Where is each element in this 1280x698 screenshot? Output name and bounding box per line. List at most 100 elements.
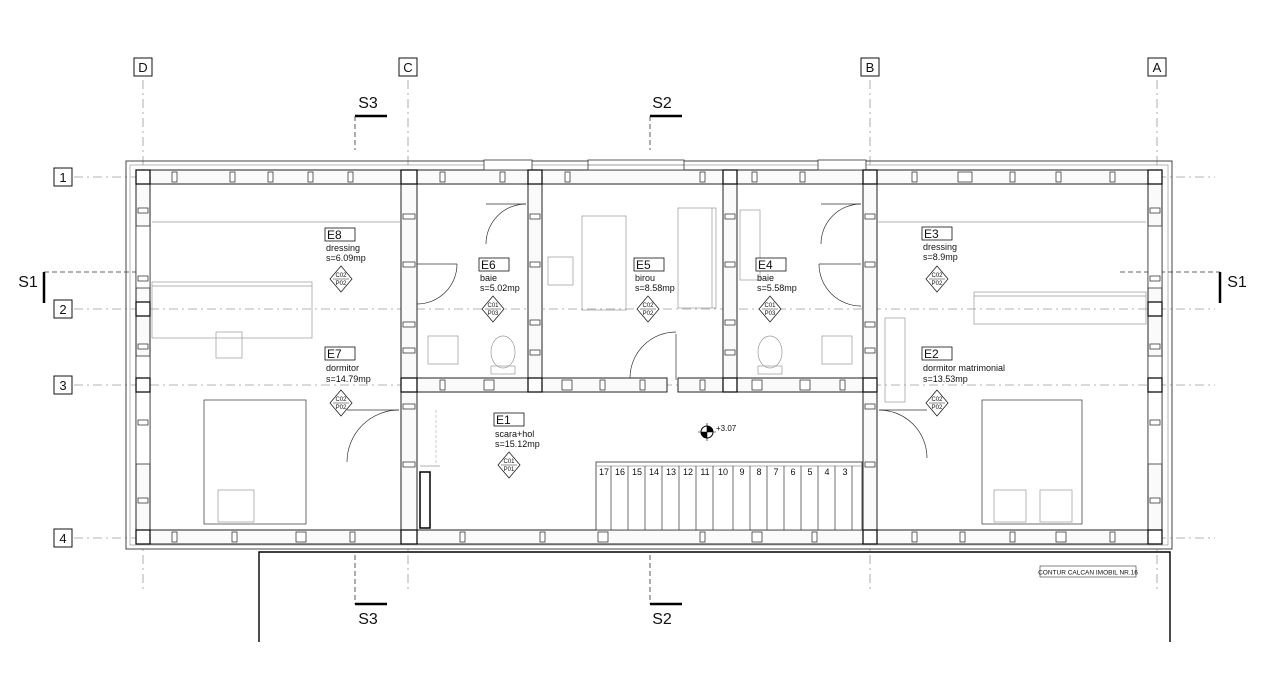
- stair-step-number: 10: [718, 467, 728, 477]
- room-label-e8: E8 dressing s=6.09mp: [324, 227, 366, 263]
- stair-step-number: 6: [790, 467, 795, 477]
- axis-label-1: 1: [53, 167, 73, 187]
- stair-step-number: 11: [700, 467, 709, 477]
- axis-label-b: B: [860, 57, 880, 77]
- svg-text:3: 3: [59, 378, 66, 393]
- section-mark-s1-left: S1: [18, 271, 150, 303]
- svg-text:E2: E2: [924, 347, 939, 361]
- stair-step-number: 12: [683, 467, 693, 477]
- finish-tag-e5: C02 P02: [636, 295, 660, 323]
- svg-text:C02: C02: [931, 273, 943, 279]
- svg-text:D: D: [138, 60, 147, 75]
- stair-step-number: 7: [773, 467, 778, 477]
- svg-text:S1: S1: [1227, 274, 1247, 291]
- svg-text:C01: C01: [503, 459, 515, 465]
- section-mark-s2-bottom: S2: [649, 555, 682, 628]
- svg-text:CONTUR CALCAN IMOBIL NR.16: CONTUR CALCAN IMOBIL NR.16: [1038, 570, 1138, 577]
- svg-text:P02: P02: [932, 405, 943, 411]
- svg-text:dressing: dressing: [326, 243, 360, 253]
- stair-step-number: 13: [666, 467, 676, 477]
- svg-text:C01: C01: [764, 303, 776, 309]
- svg-text:+3.07: +3.07: [716, 424, 737, 433]
- svg-text:C: C: [403, 60, 412, 75]
- room-label-e3: E3 dressing s=8.9mp: [921, 226, 958, 262]
- svg-text:E8: E8: [327, 228, 342, 242]
- svg-text:C02: C02: [642, 303, 654, 309]
- finish-tag-e2: C02 P02: [925, 389, 949, 417]
- room-label-e6: E6 baie s=5.02mp: [478, 257, 520, 293]
- stair-step-number: 8: [756, 467, 761, 477]
- svg-text:E6: E6: [481, 258, 496, 272]
- furniture: [151, 207, 1147, 529]
- svg-text:E7: E7: [327, 347, 342, 361]
- svg-text:baie: baie: [480, 273, 497, 283]
- section-mark-s3-bottom: S3: [354, 555, 387, 628]
- svg-text:C02: C02: [335, 397, 347, 403]
- svg-text:s=6.09mp: s=6.09mp: [326, 253, 366, 263]
- svg-text:B: B: [866, 60, 875, 75]
- svg-text:scara+hol: scara+hol: [495, 429, 534, 439]
- svg-text:s=8.58mp: s=8.58mp: [635, 283, 675, 293]
- svg-text:s=15.12mp: s=15.12mp: [495, 439, 540, 449]
- stair: 17 16 15 14 13 12 11 10 9 8 7 6 5 4 3: [595, 461, 863, 531]
- svg-text:dormitor matrimonial: dormitor matrimonial: [923, 363, 1005, 373]
- finish-tag-e7: C02 P02: [329, 389, 353, 417]
- svg-text:S2: S2: [652, 611, 672, 628]
- section-mark-s1-right: S1: [1120, 271, 1247, 303]
- svg-text:C02: C02: [335, 273, 347, 279]
- stair-step-number: 16: [615, 467, 625, 477]
- svg-text:S2: S2: [652, 95, 672, 112]
- svg-text:s=13.53mp: s=13.53mp: [923, 374, 968, 384]
- svg-text:P02: P02: [336, 405, 347, 411]
- axis-label-4: 4: [53, 528, 73, 548]
- svg-text:1: 1: [59, 170, 66, 185]
- svg-text:dressing: dressing: [923, 242, 957, 252]
- structural-columns: [135, 169, 1163, 545]
- stair-step-number: 17: [599, 467, 609, 477]
- svg-text:A: A: [1153, 60, 1162, 75]
- level-marker: +3.07: [698, 423, 737, 441]
- stair-step-number: 9: [739, 467, 744, 477]
- finish-tag-e6: C01 P03: [481, 295, 505, 323]
- room-label-e7: E7 dormitor s=14.79mp: [324, 346, 371, 384]
- svg-text:P03: P03: [488, 311, 499, 317]
- svg-text:C02: C02: [931, 397, 943, 403]
- stair-step-number: 5: [807, 467, 812, 477]
- finish-tag-e4: C01 P03: [758, 295, 782, 323]
- svg-text:baie: baie: [757, 273, 774, 283]
- axis-label-c: C: [398, 57, 418, 77]
- stair-step-number: 3: [842, 467, 847, 477]
- room-label-e5: E5 birou s=8.58mp: [633, 257, 675, 293]
- axis-label-3: 3: [53, 375, 73, 395]
- svg-text:4: 4: [59, 531, 66, 546]
- svg-text:dormitor: dormitor: [326, 363, 359, 373]
- svg-text:E4: E4: [758, 258, 773, 272]
- svg-text:S3: S3: [358, 611, 378, 628]
- axis-label-a: A: [1147, 57, 1167, 77]
- room-label-e2: E2 dormitor matrimonial s=13.53mp: [921, 346, 1005, 384]
- svg-text:s=5.02mp: s=5.02mp: [480, 283, 520, 293]
- svg-text:E5: E5: [636, 258, 651, 272]
- svg-text:E3: E3: [924, 227, 939, 241]
- svg-text:P01: P01: [504, 467, 515, 473]
- finish-tag-e3: C02 P02: [925, 265, 949, 293]
- stair-step-number: 15: [632, 467, 642, 477]
- stair-step-number: 14: [649, 467, 659, 477]
- section-mark-s3-top: S3: [354, 95, 387, 150]
- doors: [346, 203, 928, 463]
- svg-text:S3: S3: [358, 95, 378, 112]
- room-label-e1: E1 scara+hol s=15.12mp: [493, 412, 540, 449]
- svg-text:2: 2: [59, 302, 66, 317]
- axis-label-2: 2: [53, 299, 73, 319]
- svg-text:C01: C01: [487, 303, 499, 309]
- svg-text:E1: E1: [496, 413, 511, 427]
- finish-tag-e8: C02 P02: [329, 265, 353, 293]
- neighbour-boundary: CONTUR CALCAN IMOBIL NR.16: [258, 551, 1171, 642]
- room-label-e4: E4 baie s=5.58mp: [755, 257, 797, 293]
- section-mark-s2-top: S2: [649, 95, 682, 150]
- svg-text:birou: birou: [635, 273, 655, 283]
- svg-text:S1: S1: [18, 274, 38, 291]
- svg-text:P02: P02: [643, 311, 654, 317]
- svg-text:s=8.9mp: s=8.9mp: [923, 252, 958, 262]
